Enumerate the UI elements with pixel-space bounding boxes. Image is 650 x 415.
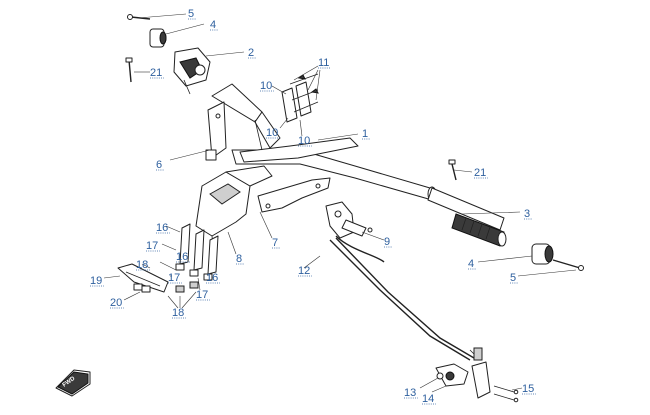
- callout-5-top[interactable]: 5: [188, 8, 194, 20]
- bar-end-bolt-right: [552, 259, 584, 271]
- callout-18-b[interactable]: 18: [172, 307, 184, 319]
- callout-6[interactable]: 6: [156, 159, 162, 171]
- callout-3[interactable]: 3: [524, 208, 530, 220]
- callout-17-b[interactable]: 17: [168, 272, 180, 284]
- brake-cable: [329, 235, 481, 361]
- callout-18-a[interactable]: 18: [136, 259, 148, 271]
- callout-4-top[interactable]: 4: [210, 19, 216, 31]
- upper-clamp-plate: [257, 177, 331, 213]
- callout-21-right[interactable]: 21: [474, 167, 486, 179]
- callout-1[interactable]: 1: [362, 128, 368, 140]
- handlebar: [211, 83, 437, 202]
- left-switch-assembly: [173, 47, 211, 95]
- callout-21-left[interactable]: 21: [150, 67, 162, 79]
- callout-15[interactable]: 15: [522, 383, 534, 395]
- left-bracket: [205, 101, 227, 161]
- bar-end-weight-right: [531, 243, 554, 265]
- lower-lever-assembly: [435, 347, 519, 403]
- leader-lines: [103, 13, 577, 393]
- callouts: 5 4 2 21 10 11 10 10 1 6 21 3 9 7 8 12 4…: [90, 8, 536, 405]
- brace-plate: [117, 263, 169, 293]
- callout-10-mid[interactable]: 10: [266, 127, 278, 139]
- callout-17-c[interactable]: 17: [196, 289, 208, 301]
- steering-stem: [195, 165, 273, 259]
- callout-10-bottom[interactable]: 10: [298, 135, 310, 147]
- callout-14[interactable]: 14: [422, 393, 434, 405]
- callout-19[interactable]: 19: [90, 275, 102, 287]
- callout-2[interactable]: 2: [248, 47, 254, 59]
- callout-5-right[interactable]: 5: [510, 272, 516, 284]
- mirror-bolt-right: [448, 159, 457, 181]
- callout-20[interactable]: 20: [110, 297, 122, 309]
- throttle-grip: [427, 187, 507, 247]
- callout-16-c[interactable]: 16: [206, 272, 218, 284]
- brake-lever: [325, 201, 373, 239]
- forward-direction-icon: FWD: [55, 369, 91, 397]
- stem-bolts: [175, 223, 219, 293]
- mirror-bolt-left: [125, 57, 133, 83]
- callout-8[interactable]: 8: [236, 253, 242, 265]
- callout-12[interactable]: 12: [298, 265, 310, 277]
- callout-17-a[interactable]: 17: [146, 240, 158, 252]
- callout-7[interactable]: 7: [272, 237, 278, 249]
- callout-13[interactable]: 13: [404, 387, 416, 399]
- callout-4-right[interactable]: 4: [468, 258, 474, 270]
- callout-10-top[interactable]: 10: [260, 80, 272, 92]
- clamp-bolts: [281, 73, 319, 123]
- callout-11[interactable]: 11: [318, 57, 329, 69]
- callout-16-b[interactable]: 16: [176, 251, 188, 263]
- callout-9[interactable]: 9: [384, 236, 390, 248]
- bar-end-weight-top: [149, 28, 167, 48]
- callout-16-a[interactable]: 16: [156, 222, 168, 234]
